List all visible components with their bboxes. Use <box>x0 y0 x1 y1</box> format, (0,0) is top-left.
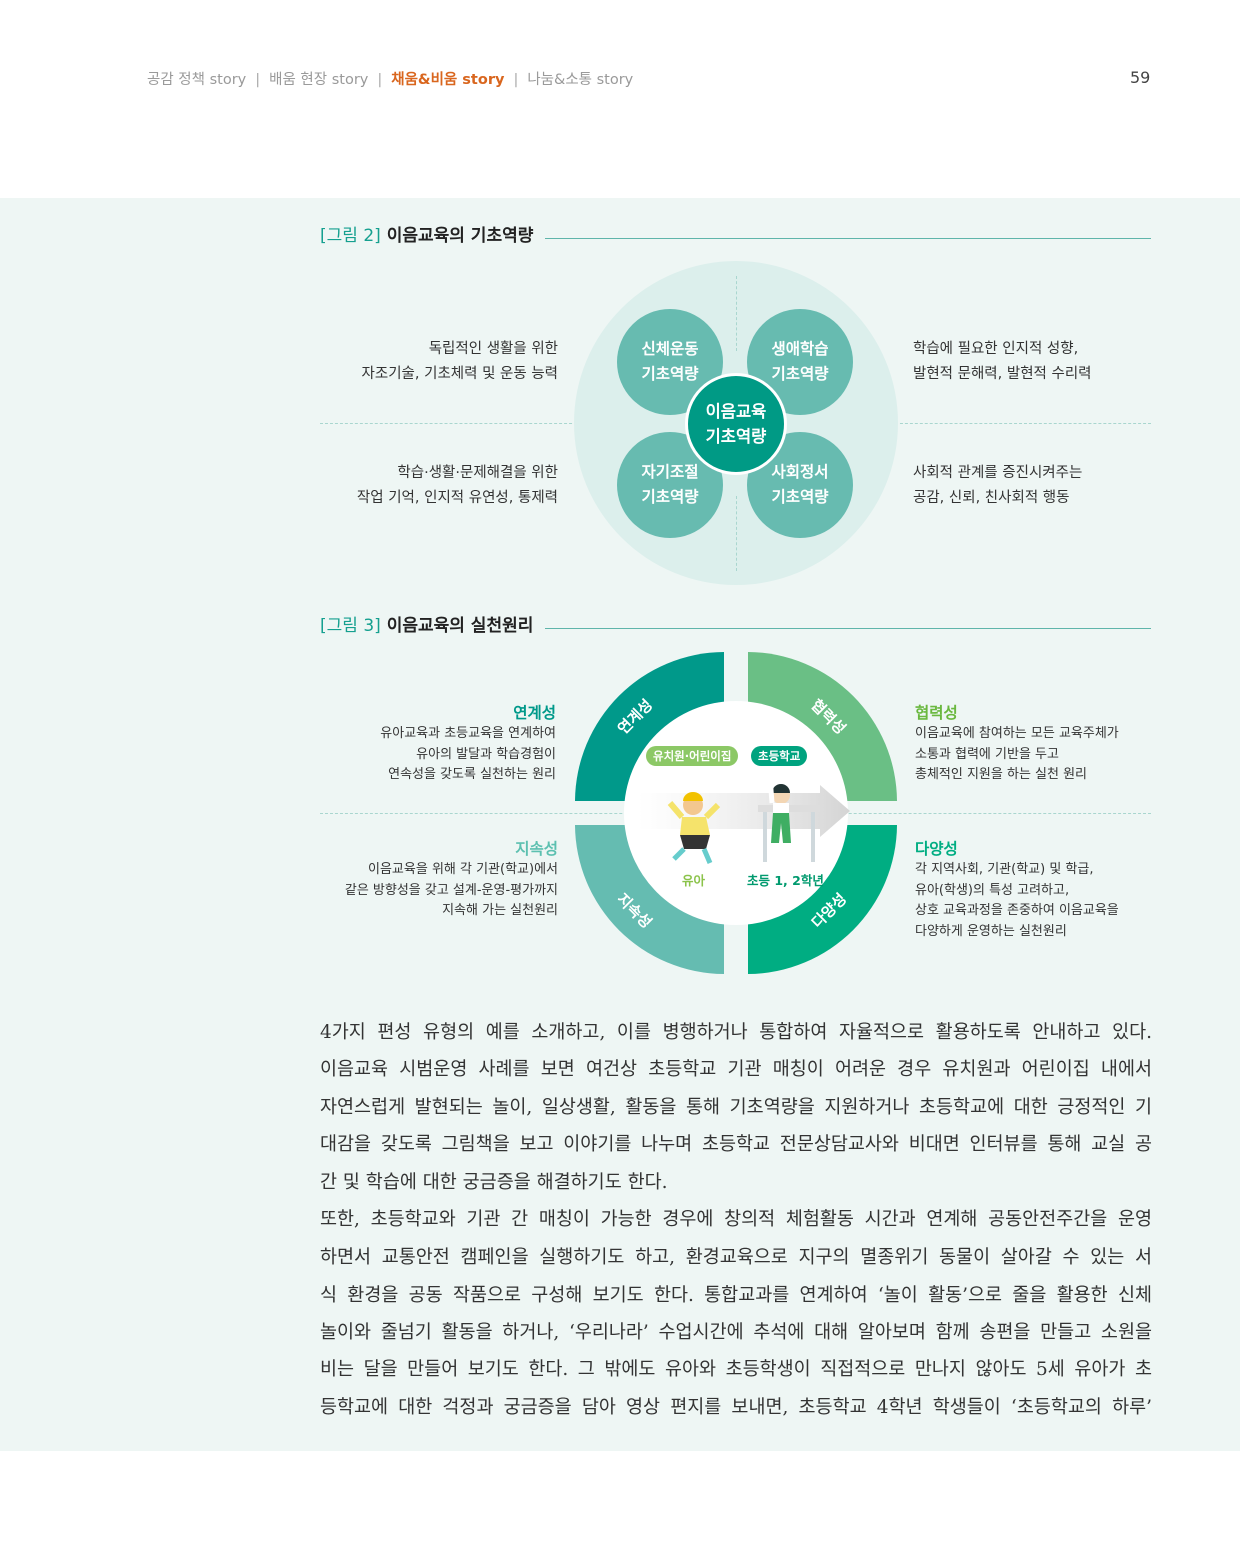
body-line: 4가지 편성 유형의 예를 소개하고, 이를 병행하거나 통합하여 자율적으로 … <box>320 1022 1152 1043</box>
pill-elementary: 초등학교 <box>751 746 808 766</box>
body-line: 비는 달을 만들어 보기도 한다. 그 밖에도 유아와 초등학생이 직접적으로 … <box>320 1359 1152 1380</box>
figure3-title: [그림 3] 이음교육의 실천원리 <box>320 611 533 636</box>
nav-link-share[interactable]: 나눔&소통 story <box>527 72 634 88</box>
divider <box>736 276 737 351</box>
pill-kindergarten: 유치원·어린이집 <box>646 746 739 766</box>
section-nav: 공감 정책 story | 배움 현장 story | 채움&비움 story | 나눔&소… <box>147 68 633 89</box>
child-kindergarten-illustration <box>667 792 721 864</box>
body-line: 이음교육 시범운영 사례를 보면 여건상 초등학교 기관 매칭이 어려운 경우 … <box>320 1059 1152 1080</box>
body-line: 하면서 교통안전 캠페인을 실행하기도 하고, 환경교육으로 지구의 멸종위기 … <box>320 1247 1152 1268</box>
page-number: 59 <box>1130 68 1151 87</box>
lifelong-desc: 학습에 필요한 인지적 성향,발현적 문해력, 발현적 수리력 <box>913 341 1092 382</box>
figure-title-text: 이음교육의 기초역량 <box>386 226 534 246</box>
divider <box>320 423 582 424</box>
label-young-child: 유아 <box>682 873 706 888</box>
nav-link-fill-empty[interactable]: 채움&비움 story <box>391 72 505 88</box>
body-line: 식 환경을 공동 작품으로 구성해 보기도 한다. 통합교과를 연계하여 ‘놀이… <box>320 1285 1152 1306</box>
label-grade12: 초등 1, 2학년 <box>747 873 824 888</box>
nav-link-learning[interactable]: 배움 현장 story <box>269 72 369 88</box>
figure-number: [그림 3] <box>320 616 381 636</box>
separator: | <box>377 72 383 88</box>
body-line: 자연스럽게 발현되는 놀이, 일상생활, 활동을 통해 기초역량을 지원하거나 … <box>320 1097 1152 1118</box>
principles-ring <box>575 652 897 974</box>
body-line: 또한, 초등학교와 기관 간 매칭이 가능한 경우에 창의적 체험활동 시간과 … <box>320 1209 1152 1230</box>
body-line: 간 및 학습에 대한 궁금증을 해결하기도 한다. <box>320 1172 668 1193</box>
title-rule <box>545 628 1151 629</box>
figure-number: [그림 2] <box>320 226 381 246</box>
child-student-illustration <box>758 776 820 862</box>
figure-title-text: 이음교육의 실천원리 <box>386 616 534 636</box>
figure2-title: [그림 2] 이음교육의 기초역량 <box>320 221 533 246</box>
body-line: 놀이와 줄넘기 활동을 하거나, ‘우리나라’ 수업시간에 추석에 대해 알아보… <box>320 1322 1152 1343</box>
body-line: 대감을 갖도록 그림책을 보고 이야기를 나누며 초등학교 전문상담교사와 비대… <box>320 1134 1152 1155</box>
principle-diversity: 다양성 각 지역사회, 기관(학교) 및 학급,유아(학생)의 특성 고려하고,… <box>915 840 1119 939</box>
body-line: 등학교에 대한 걱정과 궁금증을 담아 영상 편지를 보내면, 초등학교 4학년… <box>320 1397 1152 1418</box>
separator: | <box>513 72 519 88</box>
divider <box>895 423 1151 424</box>
divider <box>736 496 737 571</box>
separator: | <box>255 72 261 88</box>
title-rule <box>545 238 1151 239</box>
nav-link-policy[interactable]: 공감 정책 story <box>147 72 247 88</box>
